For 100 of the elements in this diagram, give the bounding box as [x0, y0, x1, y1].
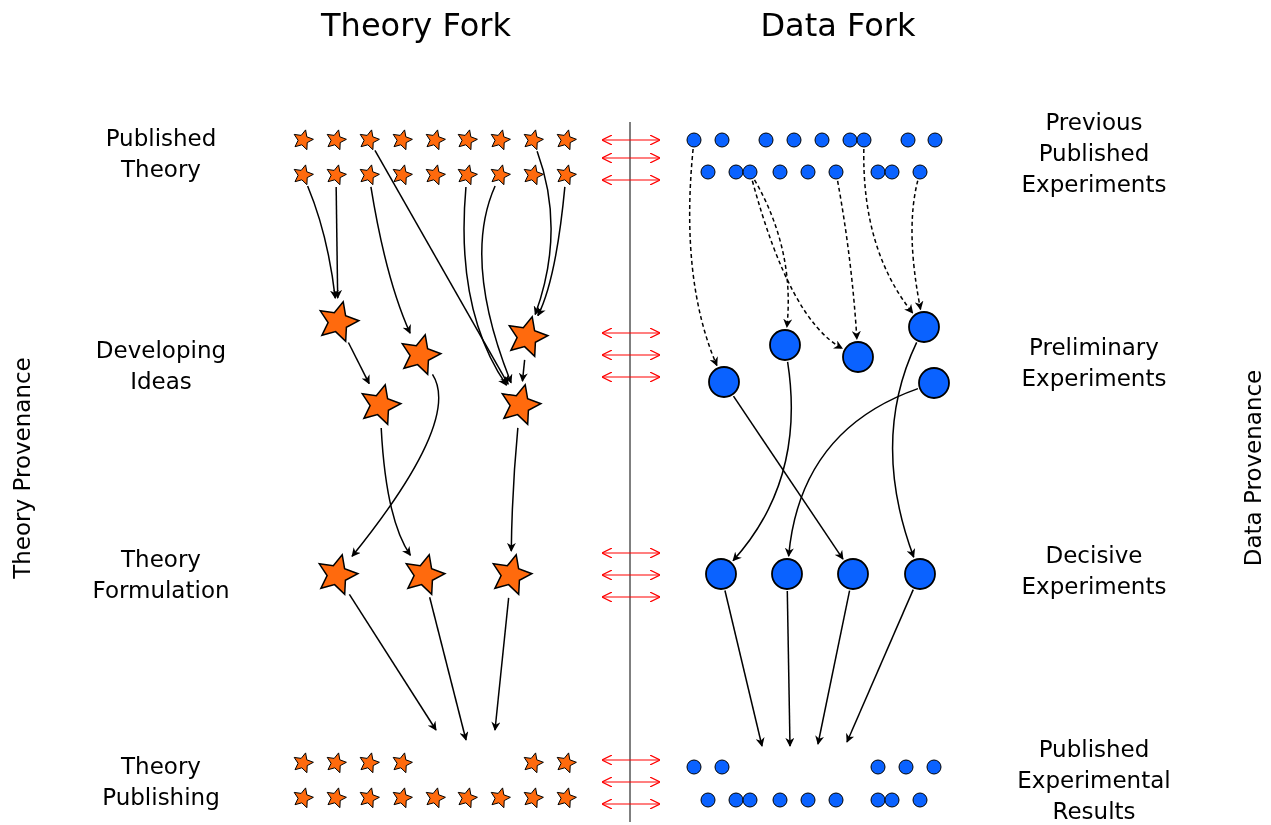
circle-node — [842, 341, 874, 373]
star-node — [398, 333, 442, 377]
arrow — [463, 186, 508, 386]
star-node — [358, 752, 380, 774]
circle-node — [686, 759, 702, 775]
circle-node — [771, 558, 803, 590]
circle-node — [742, 792, 758, 808]
circle-node — [700, 164, 716, 180]
star-node — [292, 787, 314, 809]
arrow — [751, 179, 843, 350]
star-node — [292, 129, 314, 151]
star-node — [325, 129, 347, 151]
row-label: Published Experimental Results — [1016, 734, 1172, 825]
circle-node — [927, 132, 943, 148]
arrow — [724, 589, 765, 747]
arrow — [815, 589, 851, 745]
star-node — [325, 752, 347, 774]
circle-node — [842, 132, 858, 148]
star-node — [391, 129, 413, 151]
star-node — [456, 164, 478, 186]
arrow — [491, 597, 510, 731]
arrow — [428, 596, 469, 741]
star-node — [316, 300, 360, 344]
circle-node — [898, 759, 914, 775]
circle-node — [870, 164, 886, 180]
arrow — [732, 361, 792, 562]
arrow — [891, 341, 918, 558]
star-node — [358, 383, 402, 427]
star-node — [456, 129, 478, 151]
star-node — [292, 164, 314, 186]
side-label: Theory Provenance — [7, 357, 36, 579]
circle-node — [772, 792, 788, 808]
star-node — [402, 553, 446, 597]
star-node — [325, 164, 347, 186]
arrow — [753, 179, 792, 328]
arrow — [306, 185, 339, 300]
arrow — [348, 593, 437, 731]
star-node — [424, 129, 446, 151]
arrow — [732, 395, 844, 560]
star-node — [498, 383, 542, 427]
circle-node — [714, 759, 730, 775]
row-label: Decisive Experiments — [1020, 541, 1168, 601]
circle-node — [728, 164, 744, 180]
circle-node — [918, 367, 950, 399]
star-node — [522, 787, 544, 809]
column-heading: Data Fork — [760, 6, 916, 44]
arrow — [347, 341, 370, 385]
circle-node — [705, 558, 737, 590]
side-label: Data Provenance — [1238, 369, 1267, 567]
circle-node — [828, 792, 844, 808]
arrow — [333, 186, 343, 299]
star-node — [358, 129, 380, 151]
arrow — [846, 588, 914, 743]
circle-node — [828, 164, 844, 180]
circle-node — [912, 792, 928, 808]
circle-node — [814, 132, 830, 148]
star-node — [522, 129, 544, 151]
circle-node — [884, 792, 900, 808]
arrow — [836, 180, 861, 340]
star-node — [489, 129, 511, 151]
arrow — [688, 148, 719, 367]
arrow — [481, 185, 513, 384]
column-heading: Theory Fork — [321, 6, 511, 44]
row-label: Theory Publishing — [101, 752, 221, 812]
star-node — [522, 752, 544, 774]
arrow — [863, 148, 914, 314]
circle-node — [800, 792, 816, 808]
arrow — [380, 427, 412, 556]
circle-node — [686, 132, 702, 148]
arrow — [374, 149, 509, 385]
circle-node — [800, 164, 816, 180]
row-label: Previous Published Experiments — [1020, 107, 1168, 199]
star-node — [505, 315, 549, 359]
arrow — [785, 590, 795, 747]
star-node — [555, 164, 577, 186]
arrow — [370, 186, 411, 334]
arrow — [351, 373, 440, 558]
circle-node — [728, 792, 744, 808]
circle-node — [900, 132, 916, 148]
circle-node — [908, 311, 940, 343]
circle-node — [912, 164, 928, 180]
circle-node — [758, 132, 774, 148]
arrow — [533, 150, 552, 316]
star-node — [489, 553, 533, 597]
circle-node — [870, 792, 886, 808]
star-node — [424, 787, 446, 809]
arrow — [785, 387, 919, 557]
star-node — [325, 787, 347, 809]
star-node — [456, 787, 478, 809]
circle-node — [742, 164, 758, 180]
arrow — [506, 427, 519, 552]
star-node — [424, 164, 446, 186]
row-label: Theory Formulation — [91, 545, 231, 605]
star-node — [292, 752, 314, 774]
circle-node — [856, 132, 872, 148]
star-node — [358, 787, 380, 809]
star-node — [391, 164, 413, 186]
star-node — [555, 129, 577, 151]
star-node — [555, 752, 577, 774]
star-node — [489, 787, 511, 809]
